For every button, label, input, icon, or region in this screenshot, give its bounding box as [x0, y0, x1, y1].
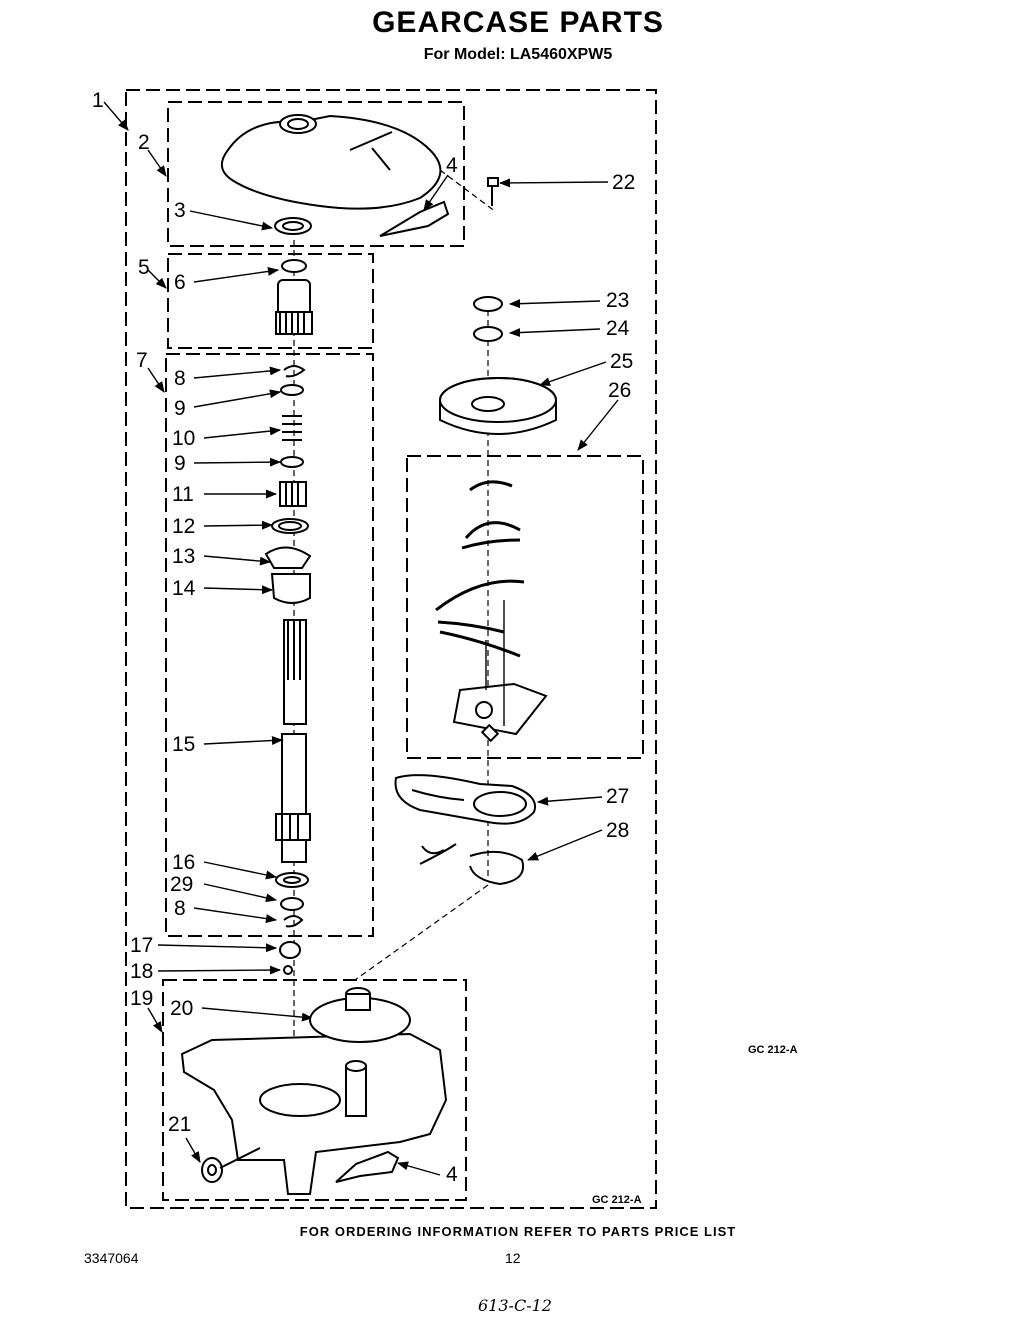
- grease-tube-bottom: [335, 1150, 400, 1183]
- grease-tube-top: [379, 200, 450, 237]
- assembly-7-box: [165, 353, 374, 937]
- callout-1: 1: [92, 89, 104, 112]
- callout-28: 28: [606, 819, 630, 842]
- handwritten-note: 613-C-12: [478, 1296, 552, 1315]
- model-subtitle: For Model: LA5460XPW5: [423, 46, 613, 63]
- callout-22: 22: [612, 171, 636, 194]
- callout-12: 12: [172, 515, 196, 538]
- shift-plate: [452, 682, 548, 736]
- clip-28: [419, 843, 524, 886]
- cam-14: [270, 573, 311, 604]
- callout-29: 29: [170, 873, 194, 896]
- callout-19: 19: [130, 987, 154, 1010]
- callout-2: 2: [138, 131, 150, 154]
- callout-13: 13: [172, 545, 196, 568]
- callout-9-upper: 9: [174, 397, 186, 420]
- assembly-26-box: [406, 455, 644, 759]
- callout-3: 3: [174, 199, 186, 222]
- assembly-19-box: [162, 979, 467, 1201]
- callout-16: 16: [172, 851, 196, 874]
- callout-20: 20: [170, 997, 194, 1020]
- callout-5: 5: [138, 256, 150, 279]
- callout-15: 15: [172, 733, 196, 756]
- callout-8-upper: 8: [174, 367, 186, 390]
- callout-18: 18: [130, 960, 154, 983]
- assembly-2-box: [167, 101, 465, 247]
- assembly-1-box: [125, 89, 657, 1209]
- page-title: GEARCASE PARTS: [372, 6, 664, 39]
- callout-7: 7: [136, 349, 148, 372]
- callout-4-bottom: 4: [446, 1163, 458, 1186]
- callout-27: 27: [606, 785, 630, 808]
- assembly-5-box: [167, 253, 374, 349]
- callout-25: 25: [610, 350, 634, 373]
- callout-8-lower: 8: [174, 897, 186, 920]
- callout-6: 6: [174, 271, 186, 294]
- cam-13: [264, 546, 312, 569]
- callout-17: 17: [130, 934, 154, 957]
- diagram-code-right: GC 212-A: [748, 1044, 798, 1056]
- callout-11: 11: [172, 483, 194, 506]
- callout-26: 26: [608, 379, 632, 402]
- screw-part: [487, 177, 499, 206]
- callout-21: 21: [168, 1113, 192, 1136]
- callout-10: 10: [172, 427, 196, 450]
- callout-4-top: 4: [446, 154, 458, 177]
- callout-23: 23: [606, 289, 630, 312]
- diagram-code-bottom: GC 212-A: [592, 1194, 642, 1206]
- callout-24: 24: [606, 317, 630, 340]
- page-number: 12: [505, 1250, 521, 1266]
- callout-9-lower: 9: [174, 452, 186, 475]
- shaft-lower: [281, 733, 307, 863]
- ordering-footer: FOR ORDERING INFORMATION REFER TO PARTS …: [299, 1224, 737, 1239]
- gearcase-cover: [221, 114, 442, 210]
- document-number: 3347064: [84, 1250, 139, 1266]
- callout-14: 14: [172, 577, 196, 600]
